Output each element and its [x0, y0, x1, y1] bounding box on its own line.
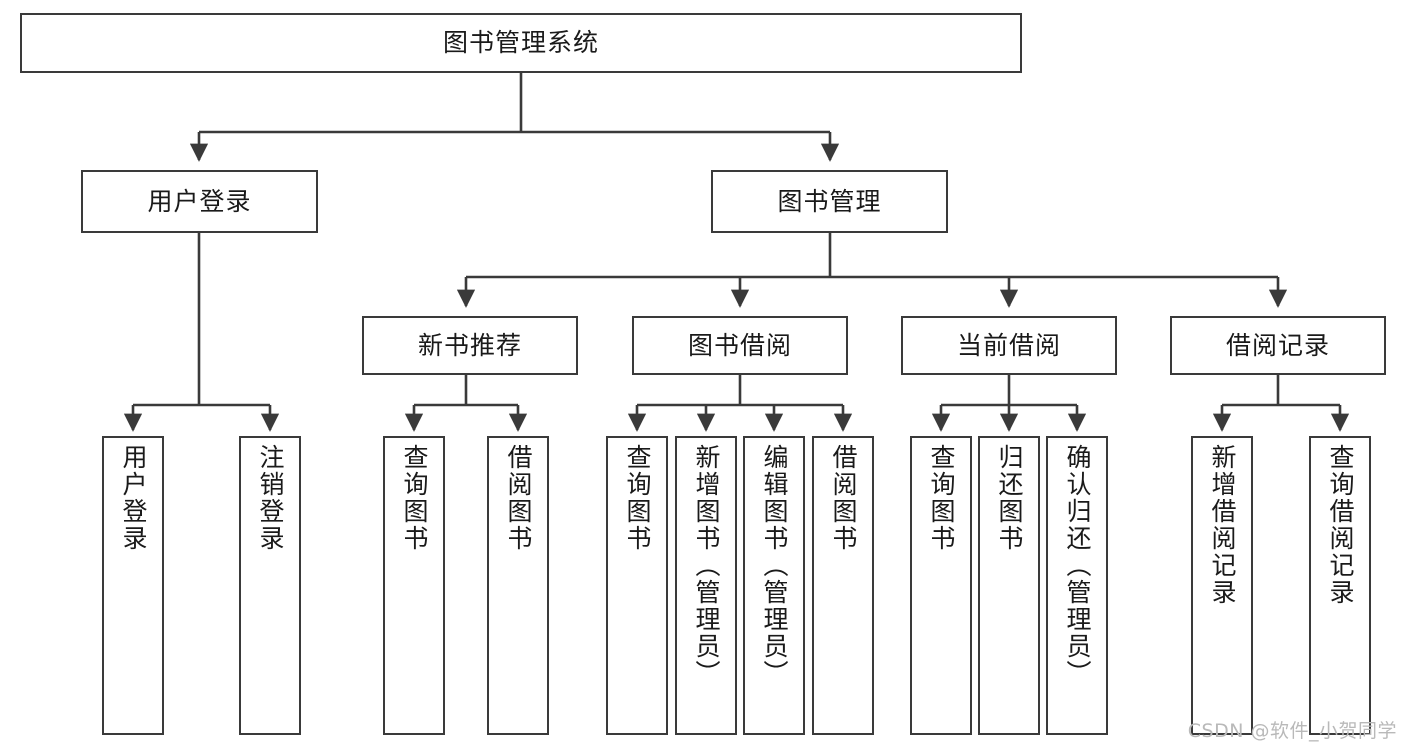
node-leaf-query-book-current[interactable]: 查询图书	[910, 436, 972, 735]
node-label: 借阅图书	[829, 444, 858, 552]
node-new-book-recommend[interactable]: 新书推荐	[362, 316, 578, 375]
node-leaf-query-book-borrow[interactable]: 查询图书	[606, 436, 668, 735]
node-label: 查询图书	[623, 444, 652, 552]
node-label: 图书借阅	[687, 330, 792, 360]
node-leaf-confirm-return-admin[interactable]: 确认归还（管理员）	[1046, 436, 1108, 735]
node-current-borrow[interactable]: 当前借阅	[901, 316, 1117, 375]
node-label: 编辑图书（管理员）	[760, 444, 789, 687]
node-label: 查询图书	[400, 444, 429, 552]
node-label: 新增图书（管理员）	[692, 444, 721, 687]
node-leaf-user-login[interactable]: 用户登录	[102, 436, 164, 735]
node-book-management[interactable]: 图书管理	[711, 170, 948, 233]
node-leaf-edit-book-admin[interactable]: 编辑图书（管理员）	[743, 436, 805, 735]
node-user-login[interactable]: 用户登录	[81, 170, 318, 233]
node-leaf-add-borrow-record[interactable]: 新增借阅记录	[1191, 436, 1253, 735]
node-leaf-logout-login[interactable]: 注销登录	[239, 436, 301, 735]
node-label: 用户登录	[119, 444, 148, 552]
node-leaf-return-book[interactable]: 归还图书	[978, 436, 1040, 735]
node-label: 确认归还（管理员）	[1063, 444, 1092, 687]
node-book-borrow[interactable]: 图书借阅	[632, 316, 848, 375]
node-leaf-query-borrow-record[interactable]: 查询借阅记录	[1309, 436, 1371, 735]
node-label: 用户登录	[147, 186, 252, 216]
node-leaf-add-book-admin[interactable]: 新增图书（管理员）	[675, 436, 737, 735]
watermark-text: CSDN @软件_小贺同学	[1187, 720, 1397, 742]
node-borrow-record[interactable]: 借阅记录	[1170, 316, 1386, 375]
node-label: 新增借阅记录	[1208, 444, 1237, 606]
node-label: 图书管理	[777, 186, 882, 216]
node-label: 当前借阅	[956, 330, 1061, 360]
node-label: 新书推荐	[417, 330, 522, 360]
node-root-book-management-system[interactable]: 图书管理系统	[20, 13, 1022, 73]
node-label: 借阅记录	[1225, 330, 1330, 360]
node-leaf-borrow-book[interactable]: 借阅图书	[812, 436, 874, 735]
node-label: 查询借阅记录	[1326, 444, 1355, 606]
node-label: 图书管理系统	[442, 28, 599, 58]
node-label: 归还图书	[995, 444, 1024, 552]
node-label: 借阅图书	[504, 444, 533, 552]
node-label: 查询图书	[927, 444, 956, 552]
node-leaf-borrow-book-recommend[interactable]: 借阅图书	[487, 436, 549, 735]
node-label: 注销登录	[256, 444, 285, 552]
node-leaf-query-book-recommend[interactable]: 查询图书	[383, 436, 445, 735]
